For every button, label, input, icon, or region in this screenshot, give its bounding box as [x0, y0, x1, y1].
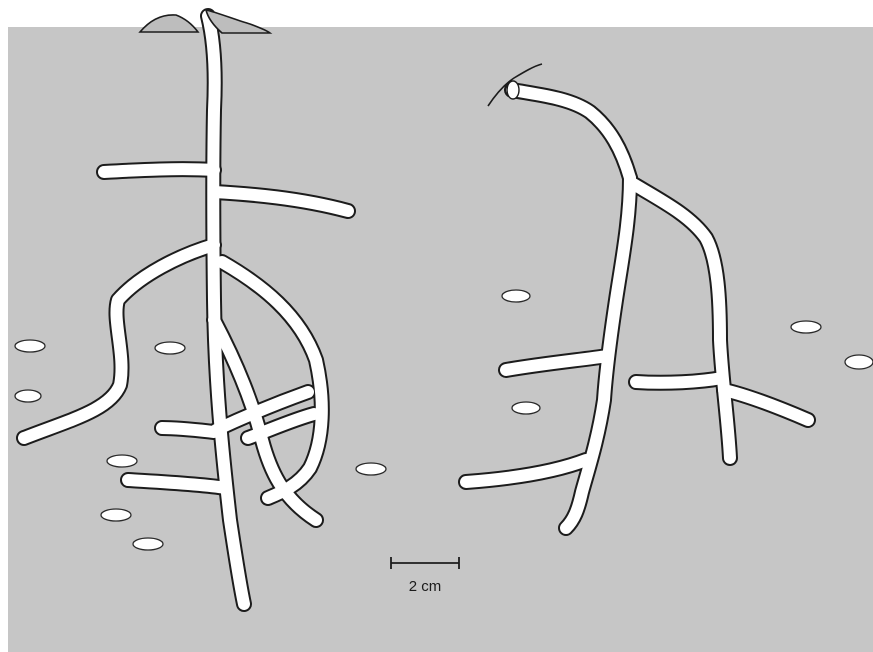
soil-background: [8, 27, 873, 652]
chamber: [107, 455, 137, 467]
chamber: [133, 538, 163, 550]
surface-mound-left: [140, 15, 198, 32]
chamber: [791, 321, 821, 333]
chamber: [502, 290, 530, 302]
chamber: [512, 402, 540, 414]
chamber: [101, 509, 131, 521]
right-burrow-entrance: [507, 81, 519, 99]
chamber: [15, 390, 41, 402]
scale-bar-label: 2 cm: [409, 578, 442, 595]
chamber: [15, 340, 45, 352]
chamber: [845, 355, 873, 369]
chamber: [356, 463, 386, 475]
chamber: [155, 342, 185, 354]
